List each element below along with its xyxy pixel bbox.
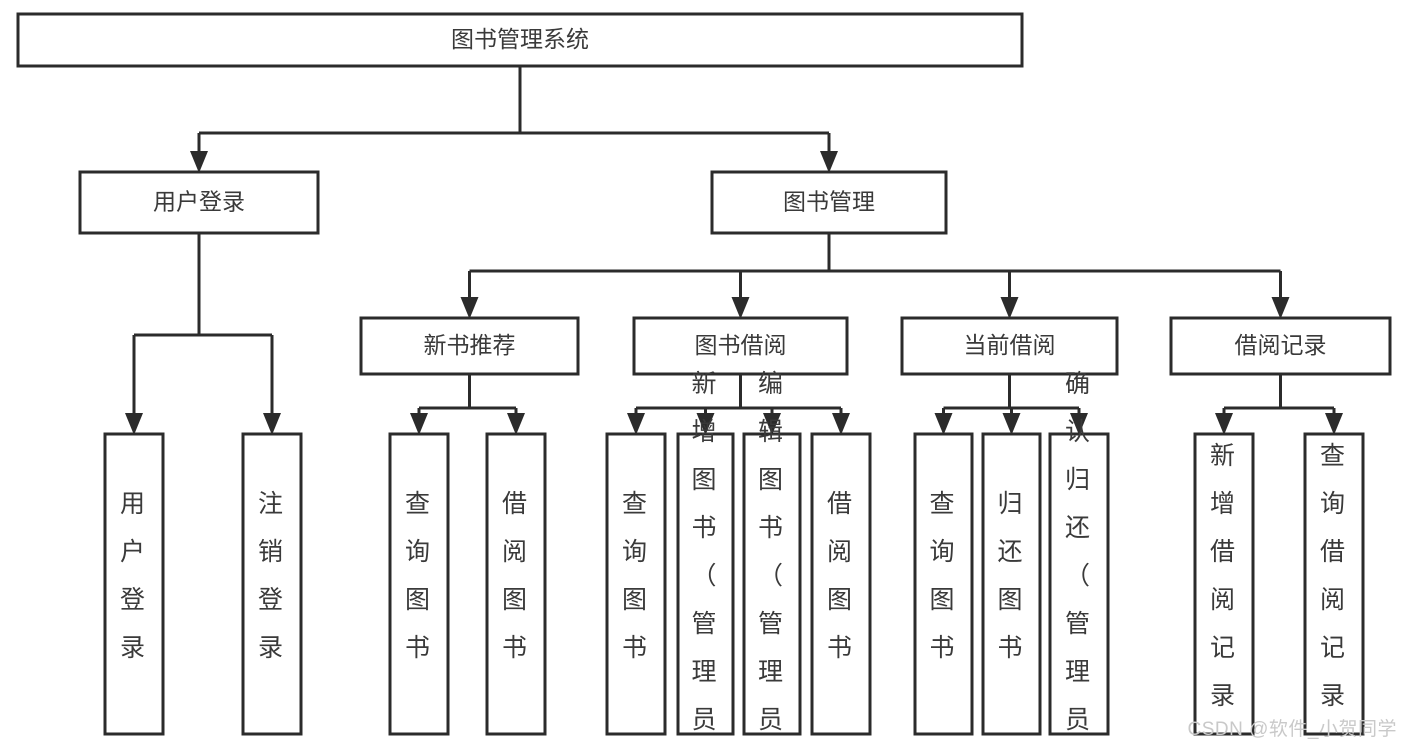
node-label-leaf-user-logout: 注销登录 (258, 490, 286, 662)
node-current-borrow[interactable]: 当前借阅 (900, 316, 1119, 376)
arrow-head-icon (934, 413, 953, 435)
edge-group-root (190, 66, 838, 173)
node-box-current-borrow (900, 316, 1119, 376)
node-box-leaf-query-record (1303, 432, 1365, 736)
node-new-book-rec[interactable]: 新书推荐 (359, 316, 580, 376)
node-box-leaf-borrow-book-1 (485, 432, 547, 736)
node-box-leaf-return-book (981, 432, 1042, 736)
node-layer: 图书管理系统用户登录图书管理新书推荐图书借阅当前借阅借阅记录用户登录注销登录查询… (16, 12, 1392, 747)
node-box-leaf-query-book-2 (605, 432, 667, 736)
node-label-leaf-edit-book: 编辑图书（管理员） (758, 370, 786, 747)
node-box-leaf-borrow-book-2 (810, 432, 872, 736)
node-leaf-add-record[interactable]: 新增借阅记录 (1193, 432, 1255, 736)
node-borrow-record[interactable]: 借阅记录 (1169, 316, 1392, 376)
arrow-head-icon (125, 413, 143, 435)
edge-group-book-borrow (627, 374, 850, 435)
node-book-manage[interactable]: 图书管理 (710, 170, 948, 235)
node-label-user-login: 用户登录 (153, 189, 245, 215)
node-leaf-add-book[interactable]: 新增图书（管理员） (676, 370, 735, 747)
arrow-head-icon (1000, 297, 1019, 319)
node-label-leaf-query-book-3: 查询图书 (929, 490, 957, 662)
arrow-head-icon (190, 151, 208, 173)
node-label-leaf-query-book-2: 查询图书 (622, 490, 650, 662)
edge-group-current-borrow (934, 374, 1088, 435)
node-leaf-user-logout[interactable]: 注销登录 (241, 432, 303, 736)
node-leaf-query-book-2[interactable]: 查询图书 (605, 432, 667, 736)
node-box-book-manage (710, 170, 948, 235)
node-box-leaf-edit-book (742, 432, 802, 736)
node-box-user-login (78, 170, 320, 235)
node-box-book-borrow (632, 316, 849, 376)
node-label-root: 图书管理系统 (451, 26, 589, 52)
node-leaf-return-book[interactable]: 归还图书 (981, 432, 1042, 736)
node-box-leaf-user-login (103, 432, 165, 736)
edge-group-user-login (125, 233, 281, 435)
node-leaf-query-record[interactable]: 查询借阅记录 (1303, 432, 1365, 736)
node-leaf-user-login[interactable]: 用户登录 (103, 432, 165, 736)
node-box-borrow-record (1169, 316, 1392, 376)
node-box-leaf-add-record (1193, 432, 1255, 736)
arrow-head-icon (763, 413, 781, 435)
arrow-head-icon (832, 413, 850, 435)
arrow-head-icon (1070, 413, 1088, 435)
node-leaf-borrow-book-1[interactable]: 借阅图书 (485, 432, 547, 736)
arrow-head-icon (507, 413, 525, 435)
node-label-leaf-query-book-1: 查询图书 (405, 490, 433, 662)
node-box-leaf-query-book-1 (388, 432, 450, 736)
arrow-head-icon (731, 297, 750, 319)
arrow-head-icon (1325, 413, 1343, 435)
connector-layer (125, 66, 1343, 435)
node-root[interactable]: 图书管理系统 (16, 12, 1024, 68)
node-label-new-book-rec: 新书推荐 (424, 332, 516, 358)
node-label-leaf-borrow-book-1: 借阅图书 (502, 490, 530, 662)
arrow-head-icon (696, 413, 715, 435)
arrow-head-icon (627, 413, 645, 435)
node-label-leaf-add-book: 新增图书（管理员） (691, 370, 719, 747)
node-leaf-query-book-1[interactable]: 查询图书 (388, 432, 450, 736)
node-user-login[interactable]: 用户登录 (78, 170, 320, 235)
node-label-leaf-user-login: 用户登录 (120, 490, 148, 662)
node-leaf-confirm-return[interactable]: 确认归还（管理员） (1048, 370, 1110, 747)
arrow-head-icon (1271, 297, 1290, 319)
arrow-head-icon (460, 297, 479, 319)
node-label-leaf-borrow-book-2: 借阅图书 (827, 490, 855, 662)
arrow-head-icon (1215, 413, 1233, 435)
node-box-leaf-user-logout (241, 432, 303, 736)
arrow-head-icon (1002, 413, 1021, 435)
node-label-book-borrow: 图书借阅 (695, 332, 787, 358)
node-label-current-borrow: 当前借阅 (964, 332, 1056, 358)
arrow-head-icon (820, 151, 838, 173)
node-label-leaf-add-record: 新增借阅记录 (1210, 442, 1238, 710)
node-box-leaf-confirm-return (1048, 432, 1110, 736)
node-box-leaf-query-book-3 (913, 432, 974, 736)
node-label-borrow-record: 借阅记录 (1235, 332, 1327, 358)
node-label-leaf-confirm-return: 确认归还（管理员） (1065, 370, 1093, 747)
edge-group-book-manage (460, 233, 1290, 319)
node-box-new-book-rec (359, 316, 580, 376)
arrow-head-icon (263, 413, 281, 435)
node-label-leaf-query-record: 查询借阅记录 (1320, 442, 1348, 710)
node-label-book-manage: 图书管理 (783, 189, 875, 215)
node-leaf-borrow-book-2[interactable]: 借阅图书 (810, 432, 872, 736)
node-leaf-edit-book[interactable]: 编辑图书（管理员） (742, 370, 802, 747)
arrow-head-icon (410, 413, 428, 435)
node-leaf-query-book-3[interactable]: 查询图书 (913, 432, 974, 736)
node-box-root (16, 12, 1024, 68)
edge-group-borrow-record (1215, 374, 1343, 435)
node-box-leaf-add-book (676, 432, 735, 736)
node-label-leaf-return-book: 归还图书 (997, 490, 1025, 662)
edge-group-new-book-rec (410, 374, 525, 435)
node-book-borrow[interactable]: 图书借阅 (632, 316, 849, 376)
